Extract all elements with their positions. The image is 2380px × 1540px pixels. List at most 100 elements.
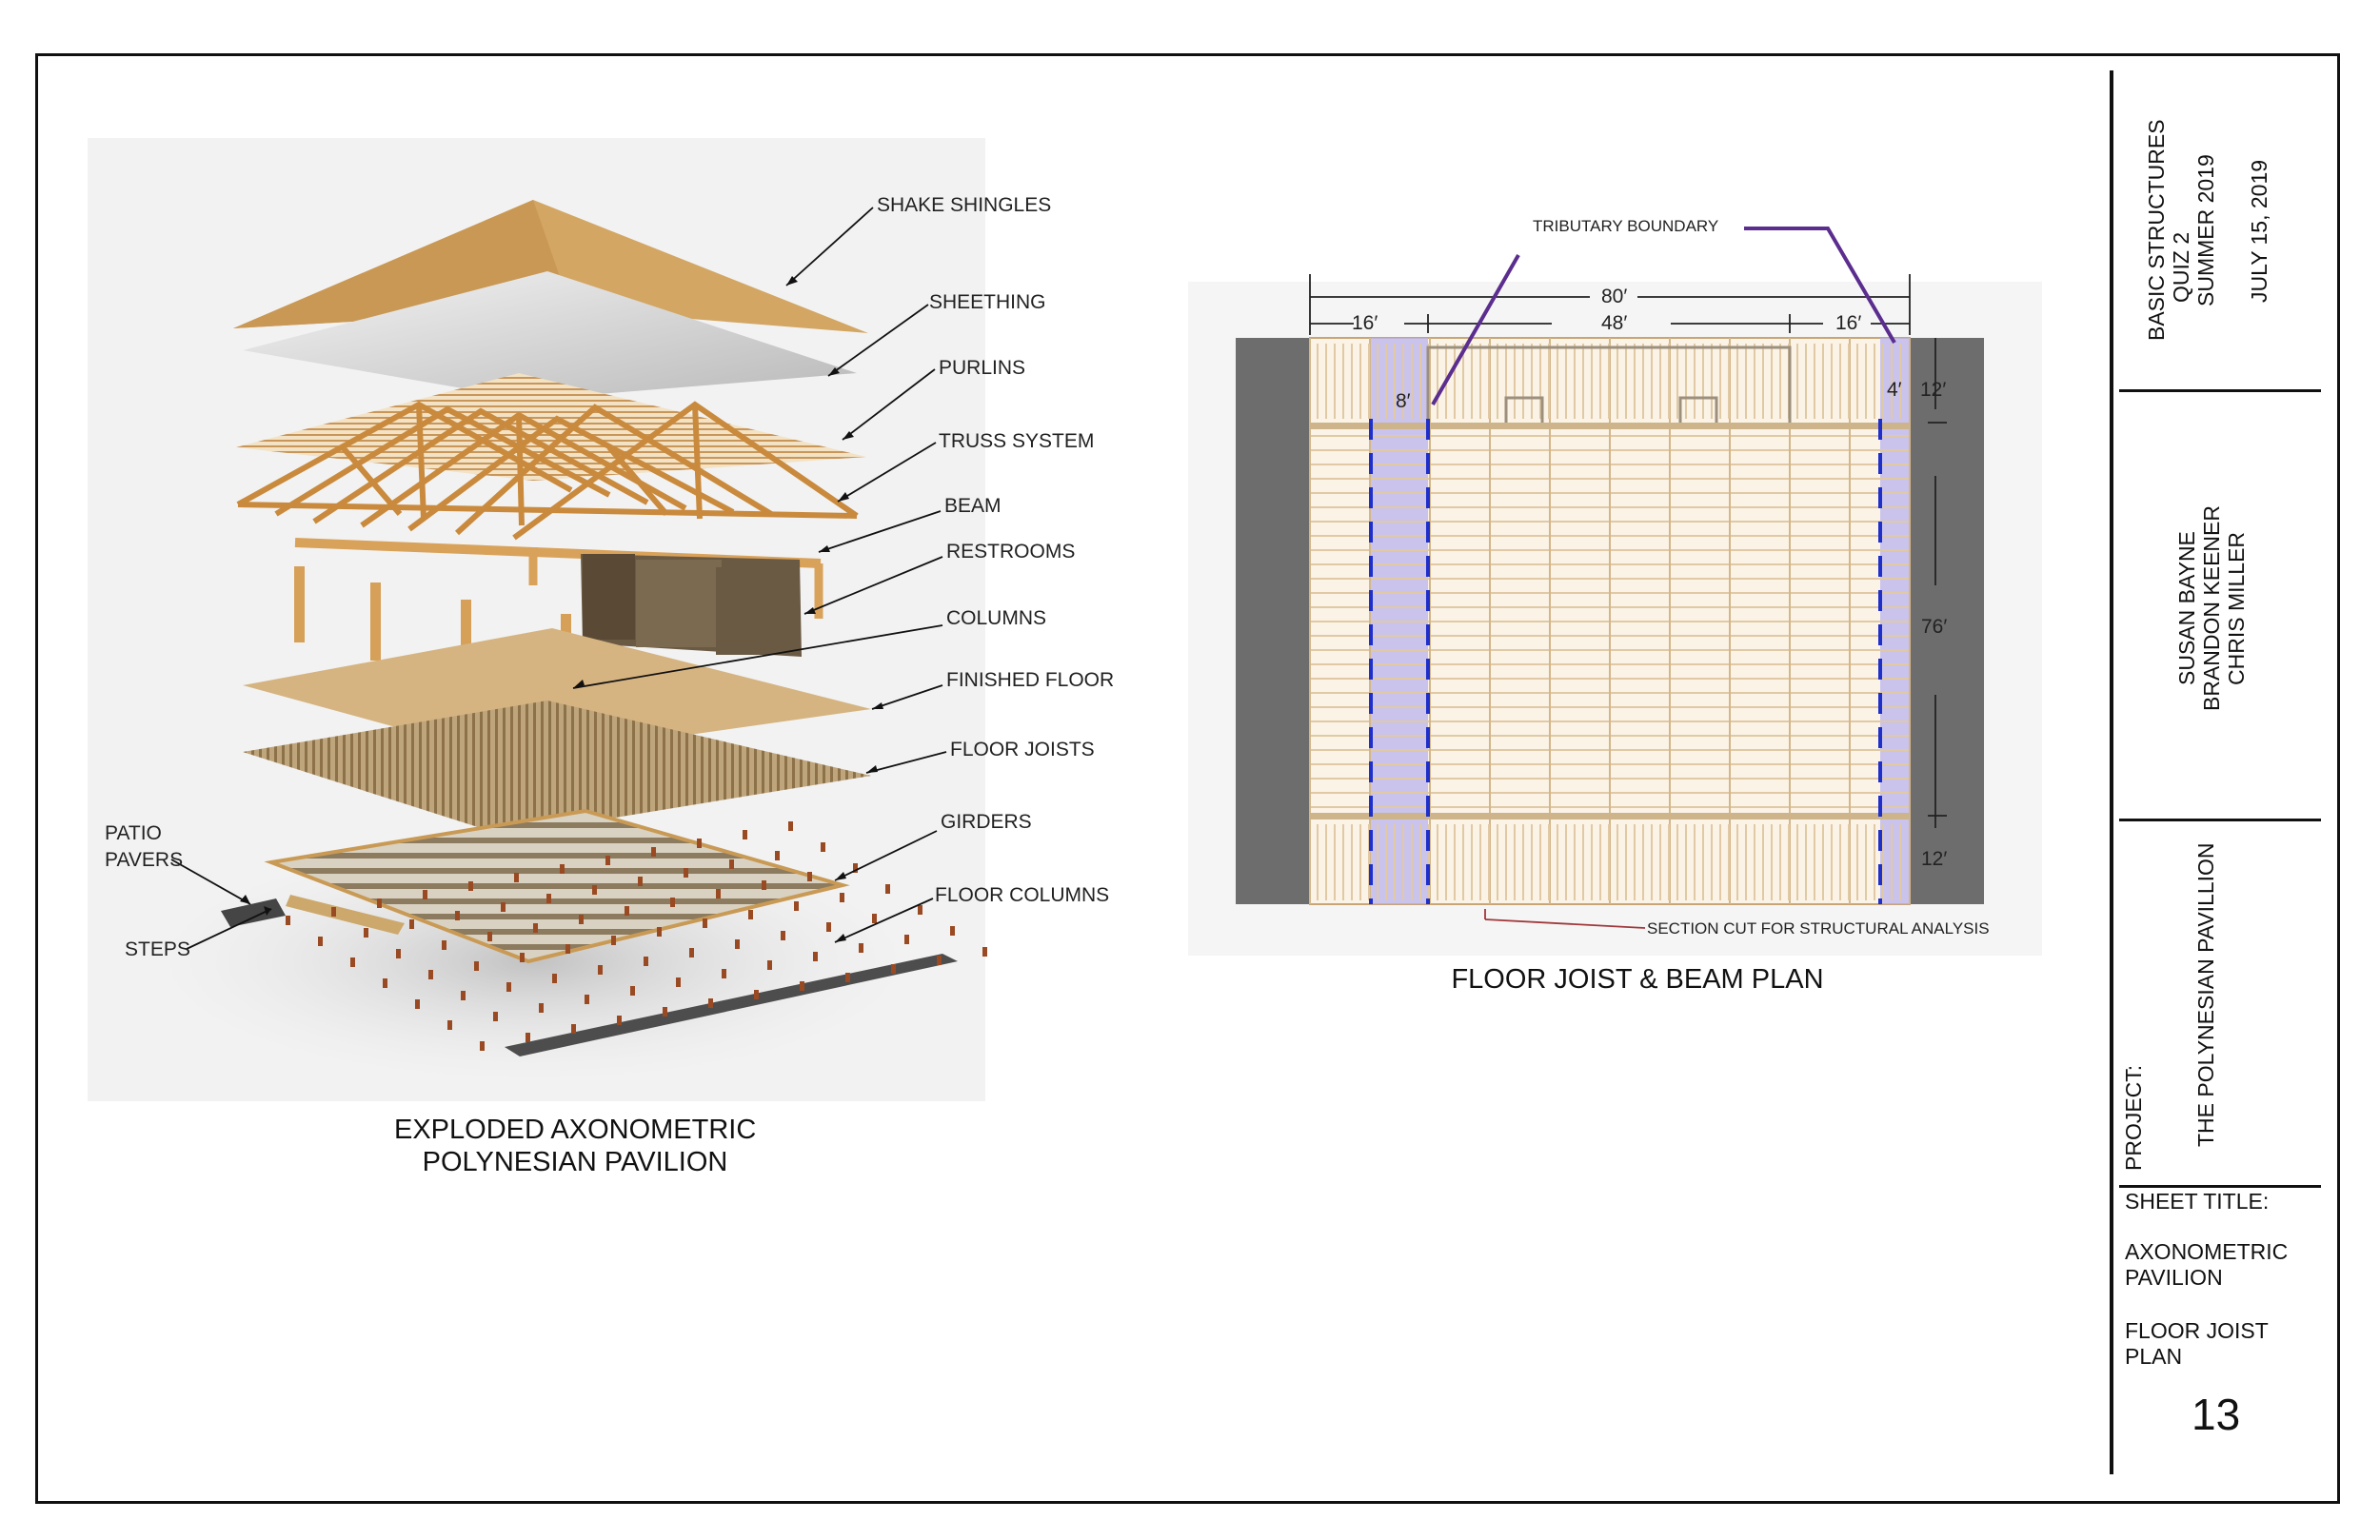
floor-column-post bbox=[579, 915, 584, 924]
tb-sheet-title-1b: PAVILION bbox=[2125, 1265, 2223, 1290]
plan-right-gray-band bbox=[1910, 338, 1984, 904]
floor-column-post bbox=[872, 914, 877, 923]
tributary-leader bbox=[1431, 227, 1896, 405]
label-restrooms: RESTROOMS bbox=[946, 541, 1075, 563]
floor-column-post bbox=[651, 847, 656, 857]
floor-column-post bbox=[565, 944, 570, 954]
floor-joists-layer bbox=[243, 701, 871, 836]
plan-left-gray-band bbox=[1236, 338, 1310, 904]
tb-rule-3 bbox=[2119, 1185, 2321, 1188]
floor-column-post bbox=[904, 935, 909, 944]
dim-trib-right: 4′ bbox=[1887, 379, 1902, 401]
floor-column-post bbox=[625, 906, 629, 916]
tb-sheet-title-2a: FLOOR JOIST bbox=[2125, 1318, 2269, 1343]
plan-dimension-lines bbox=[1309, 274, 1947, 828]
dim-bottom-bay: 12′ bbox=[1921, 848, 1947, 870]
floor-column-post bbox=[461, 991, 466, 1000]
floor-column-post bbox=[514, 873, 519, 882]
floor-column-post bbox=[468, 881, 473, 891]
tb-author3: CHRIS MILLER bbox=[2224, 531, 2249, 685]
floor-column-post bbox=[781, 931, 785, 940]
tb-course-line1: BASIC STRUCTURES bbox=[2144, 119, 2169, 341]
tb-author2: BRANDON KEENER bbox=[2199, 505, 2224, 711]
floor-column-post bbox=[487, 932, 492, 941]
tb-sheet-number: 13 bbox=[2192, 1390, 2241, 1439]
ground-strip bbox=[505, 954, 958, 1056]
label-floor-joists: FLOOR JOISTS bbox=[950, 739, 1095, 760]
floor-column-post bbox=[409, 919, 414, 929]
floor-column-post bbox=[684, 868, 688, 878]
tb-author1: SUSAN BAYNE bbox=[2174, 531, 2199, 685]
label-girders: GIRDERS bbox=[941, 811, 1032, 833]
floor-column-post bbox=[506, 982, 511, 992]
floor-column-post bbox=[442, 940, 446, 950]
floor-column-post bbox=[748, 910, 753, 919]
floor-column-post bbox=[571, 1024, 576, 1034]
floor-column-post bbox=[539, 1003, 544, 1013]
floor-column-post bbox=[598, 965, 603, 975]
floor-column-post bbox=[743, 830, 747, 839]
floor-column-post bbox=[885, 884, 890, 894]
dim-top-bay: 12′ bbox=[1920, 379, 1946, 401]
floor-column-post bbox=[703, 918, 707, 928]
tb-sheet-title-label: SHEET TITLE: bbox=[2125, 1189, 2270, 1214]
truss-system bbox=[236, 401, 859, 541]
floor-column-post bbox=[735, 939, 740, 949]
floor-column-post bbox=[364, 928, 368, 938]
sheathing-layer bbox=[243, 271, 857, 400]
floor-column-post bbox=[762, 880, 766, 890]
floor-column-post bbox=[697, 839, 702, 848]
floor-column-post bbox=[480, 1041, 485, 1051]
floor-column-post bbox=[520, 953, 525, 962]
floor-column-post bbox=[552, 974, 557, 983]
floor-column-post bbox=[501, 902, 506, 912]
floor-column-post bbox=[617, 1016, 622, 1025]
label-finished-floor: FINISHED FLOOR bbox=[946, 669, 1114, 691]
floor-column-post bbox=[592, 885, 597, 895]
floor-column-post bbox=[350, 958, 355, 967]
floor-column-post bbox=[638, 877, 643, 886]
tb-project-name: THE POLYNESIAN PAVILLION bbox=[2193, 842, 2218, 1147]
tb-rule-1 bbox=[2119, 389, 2321, 392]
floor-column-post bbox=[676, 977, 681, 987]
floor-column-post bbox=[775, 851, 780, 860]
floor-column-post bbox=[286, 916, 290, 925]
label-steps: STEPS bbox=[125, 938, 190, 960]
girders-layer bbox=[264, 808, 850, 964]
title-block-divider bbox=[2110, 70, 2113, 1474]
floor-column-post bbox=[526, 1033, 530, 1042]
floor-column-post bbox=[708, 998, 713, 1008]
restrooms-block bbox=[581, 554, 802, 657]
floor-column-post bbox=[546, 894, 551, 903]
floor-column-post bbox=[428, 970, 433, 979]
dim-left: 16′ bbox=[1352, 312, 1378, 334]
floor-column-post bbox=[455, 911, 460, 920]
floor-column-post bbox=[474, 961, 479, 971]
purlins-layer bbox=[236, 373, 866, 481]
plan-caption: FLOOR JOIST & BEAM PLAN bbox=[1451, 964, 1824, 995]
tb-rule-2 bbox=[2119, 819, 2321, 821]
label-columns: COLUMNS bbox=[946, 607, 1046, 629]
floor-column-post bbox=[318, 937, 323, 946]
floor-column-post bbox=[767, 960, 772, 970]
label-shake-shingles: SHAKE SHINGLES bbox=[877, 194, 1051, 216]
floor-column-post bbox=[853, 863, 858, 873]
floor-column-post bbox=[794, 901, 799, 911]
floor-column-post bbox=[630, 986, 635, 996]
tb-course-line3: SUMMER 2019 bbox=[2193, 154, 2218, 306]
floor-column-post bbox=[689, 948, 694, 958]
label-patio: PATIO bbox=[105, 822, 162, 844]
axon-caption-line1: EXPLODED AXONOMETRIC bbox=[394, 1115, 757, 1145]
floor-column-post bbox=[533, 923, 538, 933]
section-cut-label: SECTION CUT FOR STRUCTURAL ANALYSIS bbox=[1647, 919, 1990, 938]
floor-column-post bbox=[918, 905, 922, 915]
floor-column-post bbox=[423, 890, 427, 899]
floor-column-post bbox=[840, 893, 844, 902]
floor-column-post bbox=[493, 1012, 498, 1021]
beam-top bbox=[1310, 423, 1910, 429]
axon-arrowheads bbox=[240, 276, 883, 942]
label-floor-columns: FLOOR COLUMNS bbox=[935, 884, 1109, 906]
floor-column-post bbox=[826, 922, 831, 932]
label-beam: BEAM bbox=[944, 495, 1002, 517]
dim-trib-left: 8′ bbox=[1396, 390, 1411, 412]
